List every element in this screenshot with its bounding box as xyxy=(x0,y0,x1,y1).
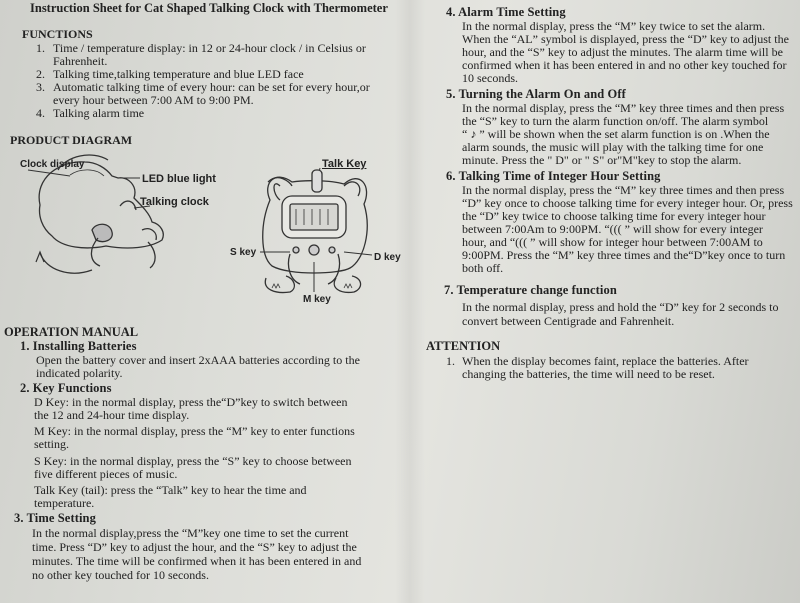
label-talking-clock: Talking clock xyxy=(140,196,209,208)
product-diagram-heading: PRODUCT DIAGRAM xyxy=(10,133,133,147)
s6-line-2: “D” key once to choose talking time for … xyxy=(462,196,793,210)
function-3-line-1: Automatic talking time of every hour: ca… xyxy=(53,80,370,94)
s4-line-1: In the normal display, press the “M” key… xyxy=(462,19,766,33)
s5-line-1: In the normal display, press the “M” key… xyxy=(462,101,785,115)
label-s-key: S key xyxy=(230,247,257,258)
attention-heading: ATTENTION xyxy=(426,339,501,353)
functions-heading: FUNCTIONS xyxy=(22,27,93,41)
op1-heading: 1. Installing Batteries xyxy=(20,339,137,353)
function-num-2: 2. xyxy=(36,67,45,81)
s7-line-1: In the normal display, press and hold th… xyxy=(462,300,779,314)
op2-line-4: setting. xyxy=(34,437,69,451)
op3-line-2: time. Press “D” key to adjust the hour, … xyxy=(32,540,357,554)
s6-line-1: In the normal display, press the “M” key… xyxy=(462,183,785,197)
clock-display-pointer xyxy=(27,169,71,177)
op3-line-4: no other key touched for 10 seconds. xyxy=(32,568,209,582)
s7-heading: 7. Temperature change function xyxy=(444,283,617,297)
s6-heading: 6. Talking Time of Integer Hour Setting xyxy=(446,169,661,183)
op2-heading: 2. Key Functions xyxy=(20,381,112,395)
op3-line-3: minutes. The time will be confirmed when… xyxy=(32,554,362,568)
op1-line-2: indicated polarity. xyxy=(36,366,123,380)
cat-clock-front-view-icon xyxy=(262,169,368,294)
s4-heading: 4. Alarm Time Setting xyxy=(446,5,566,19)
op3-heading: 3. Time Setting xyxy=(14,511,96,525)
s4-line-3: hour, and the “S” key to adjust the minu… xyxy=(462,45,783,59)
op1-line-1: Open the battery cover and insert 2xAAA … xyxy=(36,353,360,367)
s6-line-7: both off. xyxy=(462,261,504,275)
attention-num-1: 1. xyxy=(446,354,455,368)
s4-line-2: When the “AL” symbol is displayed, press… xyxy=(462,32,789,46)
function-1-line-1: Time / temperature display: in 12 or 24-… xyxy=(53,41,366,55)
talking-clock-pointer xyxy=(133,205,151,209)
function-4-line-1: Talking alarm time xyxy=(53,106,145,120)
function-num-3: 3. xyxy=(36,80,45,94)
d-key-pointer xyxy=(343,251,373,256)
s6-line-5: hour, and “((( ” will show for integer h… xyxy=(462,235,763,249)
product-diagram xyxy=(27,154,373,294)
label-talk-key: Talk Key xyxy=(322,158,367,170)
s4-line-4: confirmed when it has been entered in an… xyxy=(462,58,787,72)
document-title: Instruction Sheet for Cat Shaped Talking… xyxy=(30,1,388,15)
function-num-1: 1. xyxy=(36,41,45,55)
op2-line-5: S Key: in the normal display, press the … xyxy=(34,454,352,468)
s4-line-5: 10 seconds. xyxy=(462,71,518,85)
label-d-key: D key xyxy=(374,252,401,263)
s5-line-5: minute. Press the " D" or " S" or"M"key … xyxy=(462,153,742,167)
function-3-line-2: every hour between 7:00 AM to 9:00 PM. xyxy=(53,93,254,107)
operation-manual-heading: OPERATION MANUAL xyxy=(4,325,139,339)
op2-line-6: five different pieces of music. xyxy=(34,467,178,481)
op2-line-8: temperature. xyxy=(34,496,95,510)
label-led-blue-light: LED blue light xyxy=(142,173,216,185)
op2-line-1: D Key: in the normal display, press the“… xyxy=(34,395,348,409)
s5-heading: 5. Turning the Alarm On and Off xyxy=(446,87,626,101)
s5-line-3: “ ♪ ” will be shown when the set alarm f… xyxy=(462,127,770,141)
s7-line-2: convert between Centigrade and Fahrenhei… xyxy=(462,314,675,328)
op2-line-3: M Key: in the normal display, press the … xyxy=(34,424,355,438)
op2-line-2: the 12 and 24-hour time display. xyxy=(34,408,190,422)
attention-line-2: changing the batteries, the time will ne… xyxy=(462,367,715,381)
label-m-key: M key xyxy=(303,294,331,305)
s6-line-4: between 7:00Am to 9:00PM. “((( ” will sh… xyxy=(462,222,763,236)
s6-line-3: the “D” key twice to choose talking time… xyxy=(462,209,766,223)
label-clock-display: Clock display xyxy=(20,159,85,170)
s6-line-6: 9:00PM. Press the “M” key three times an… xyxy=(462,248,786,262)
function-1-line-2: Fahrenheit. xyxy=(53,54,108,68)
function-2-line-1: Talking time,talking temperature and blu… xyxy=(53,67,304,81)
attention-line-1: When the display becomes faint, replace … xyxy=(462,354,749,368)
s5-line-2: the “S” key to turn the alarm function o… xyxy=(462,114,769,128)
function-num-4: 4. xyxy=(36,106,45,120)
op2-line-7: Talk Key (tail): press the “Talk” key to… xyxy=(34,483,307,497)
s5-line-4: alarm sounds, the music will play with t… xyxy=(462,140,764,154)
op3-line-1: In the normal display,press the “M”key o… xyxy=(32,526,349,540)
cat-clock-side-view-icon xyxy=(35,154,164,274)
